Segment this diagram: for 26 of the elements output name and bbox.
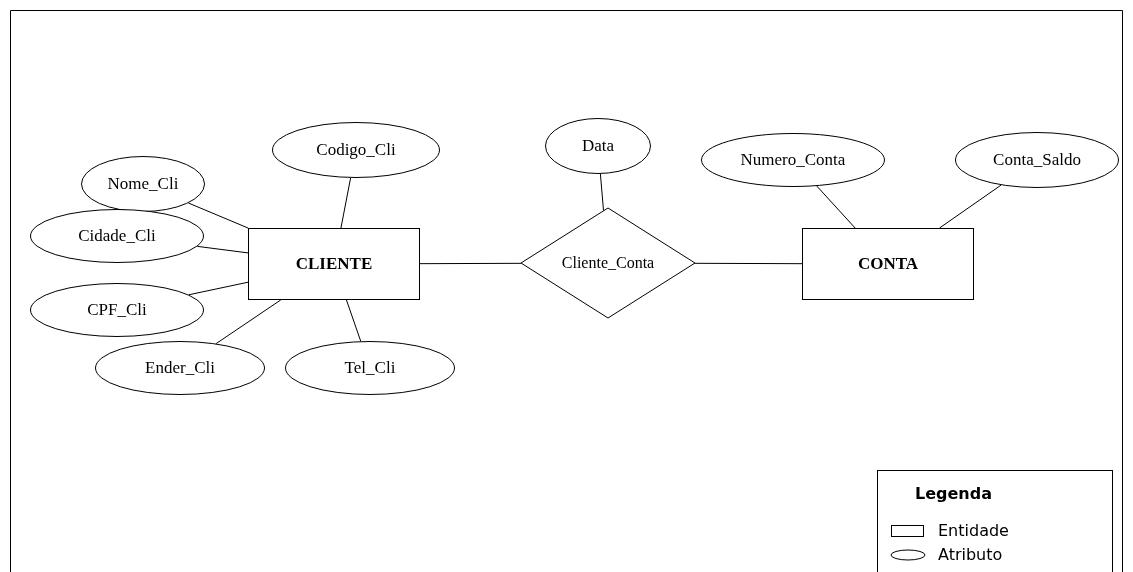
connector-line <box>694 262 803 265</box>
attribute-name: Numero_Conta <box>740 150 846 170</box>
connector-line <box>187 202 249 229</box>
connector-line <box>340 177 352 229</box>
attribute-name: Nome_Cli <box>107 174 179 194</box>
entity-name: CONTA <box>857 254 919 274</box>
attribute-name: CPF_Cli <box>87 300 147 320</box>
attribute-name: Ender_Cli <box>145 358 215 378</box>
connector-line <box>939 184 1002 229</box>
connector-line <box>215 299 282 345</box>
relationship-name: Cliente_Conta <box>561 254 655 272</box>
legend-title: Legenda <box>915 484 992 503</box>
connector-line <box>188 281 249 296</box>
connector-line <box>816 185 856 229</box>
connector-line <box>196 245 249 254</box>
legend-label: Entidade <box>938 521 1009 540</box>
attribute-name: Data <box>581 136 615 156</box>
legend-label: Atributo <box>938 545 1003 564</box>
connector-line <box>345 299 362 342</box>
attribute-name: Conta_Saldo <box>993 150 1081 170</box>
entity-name: CLIENTE <box>295 254 373 274</box>
attribute-name: Codigo_Cli <box>316 140 396 160</box>
attribute-name: Cidade_Cli <box>78 226 156 246</box>
connector-line <box>419 262 522 265</box>
attribute-name: Tel_Cli <box>344 358 396 378</box>
connector-line <box>599 173 605 212</box>
